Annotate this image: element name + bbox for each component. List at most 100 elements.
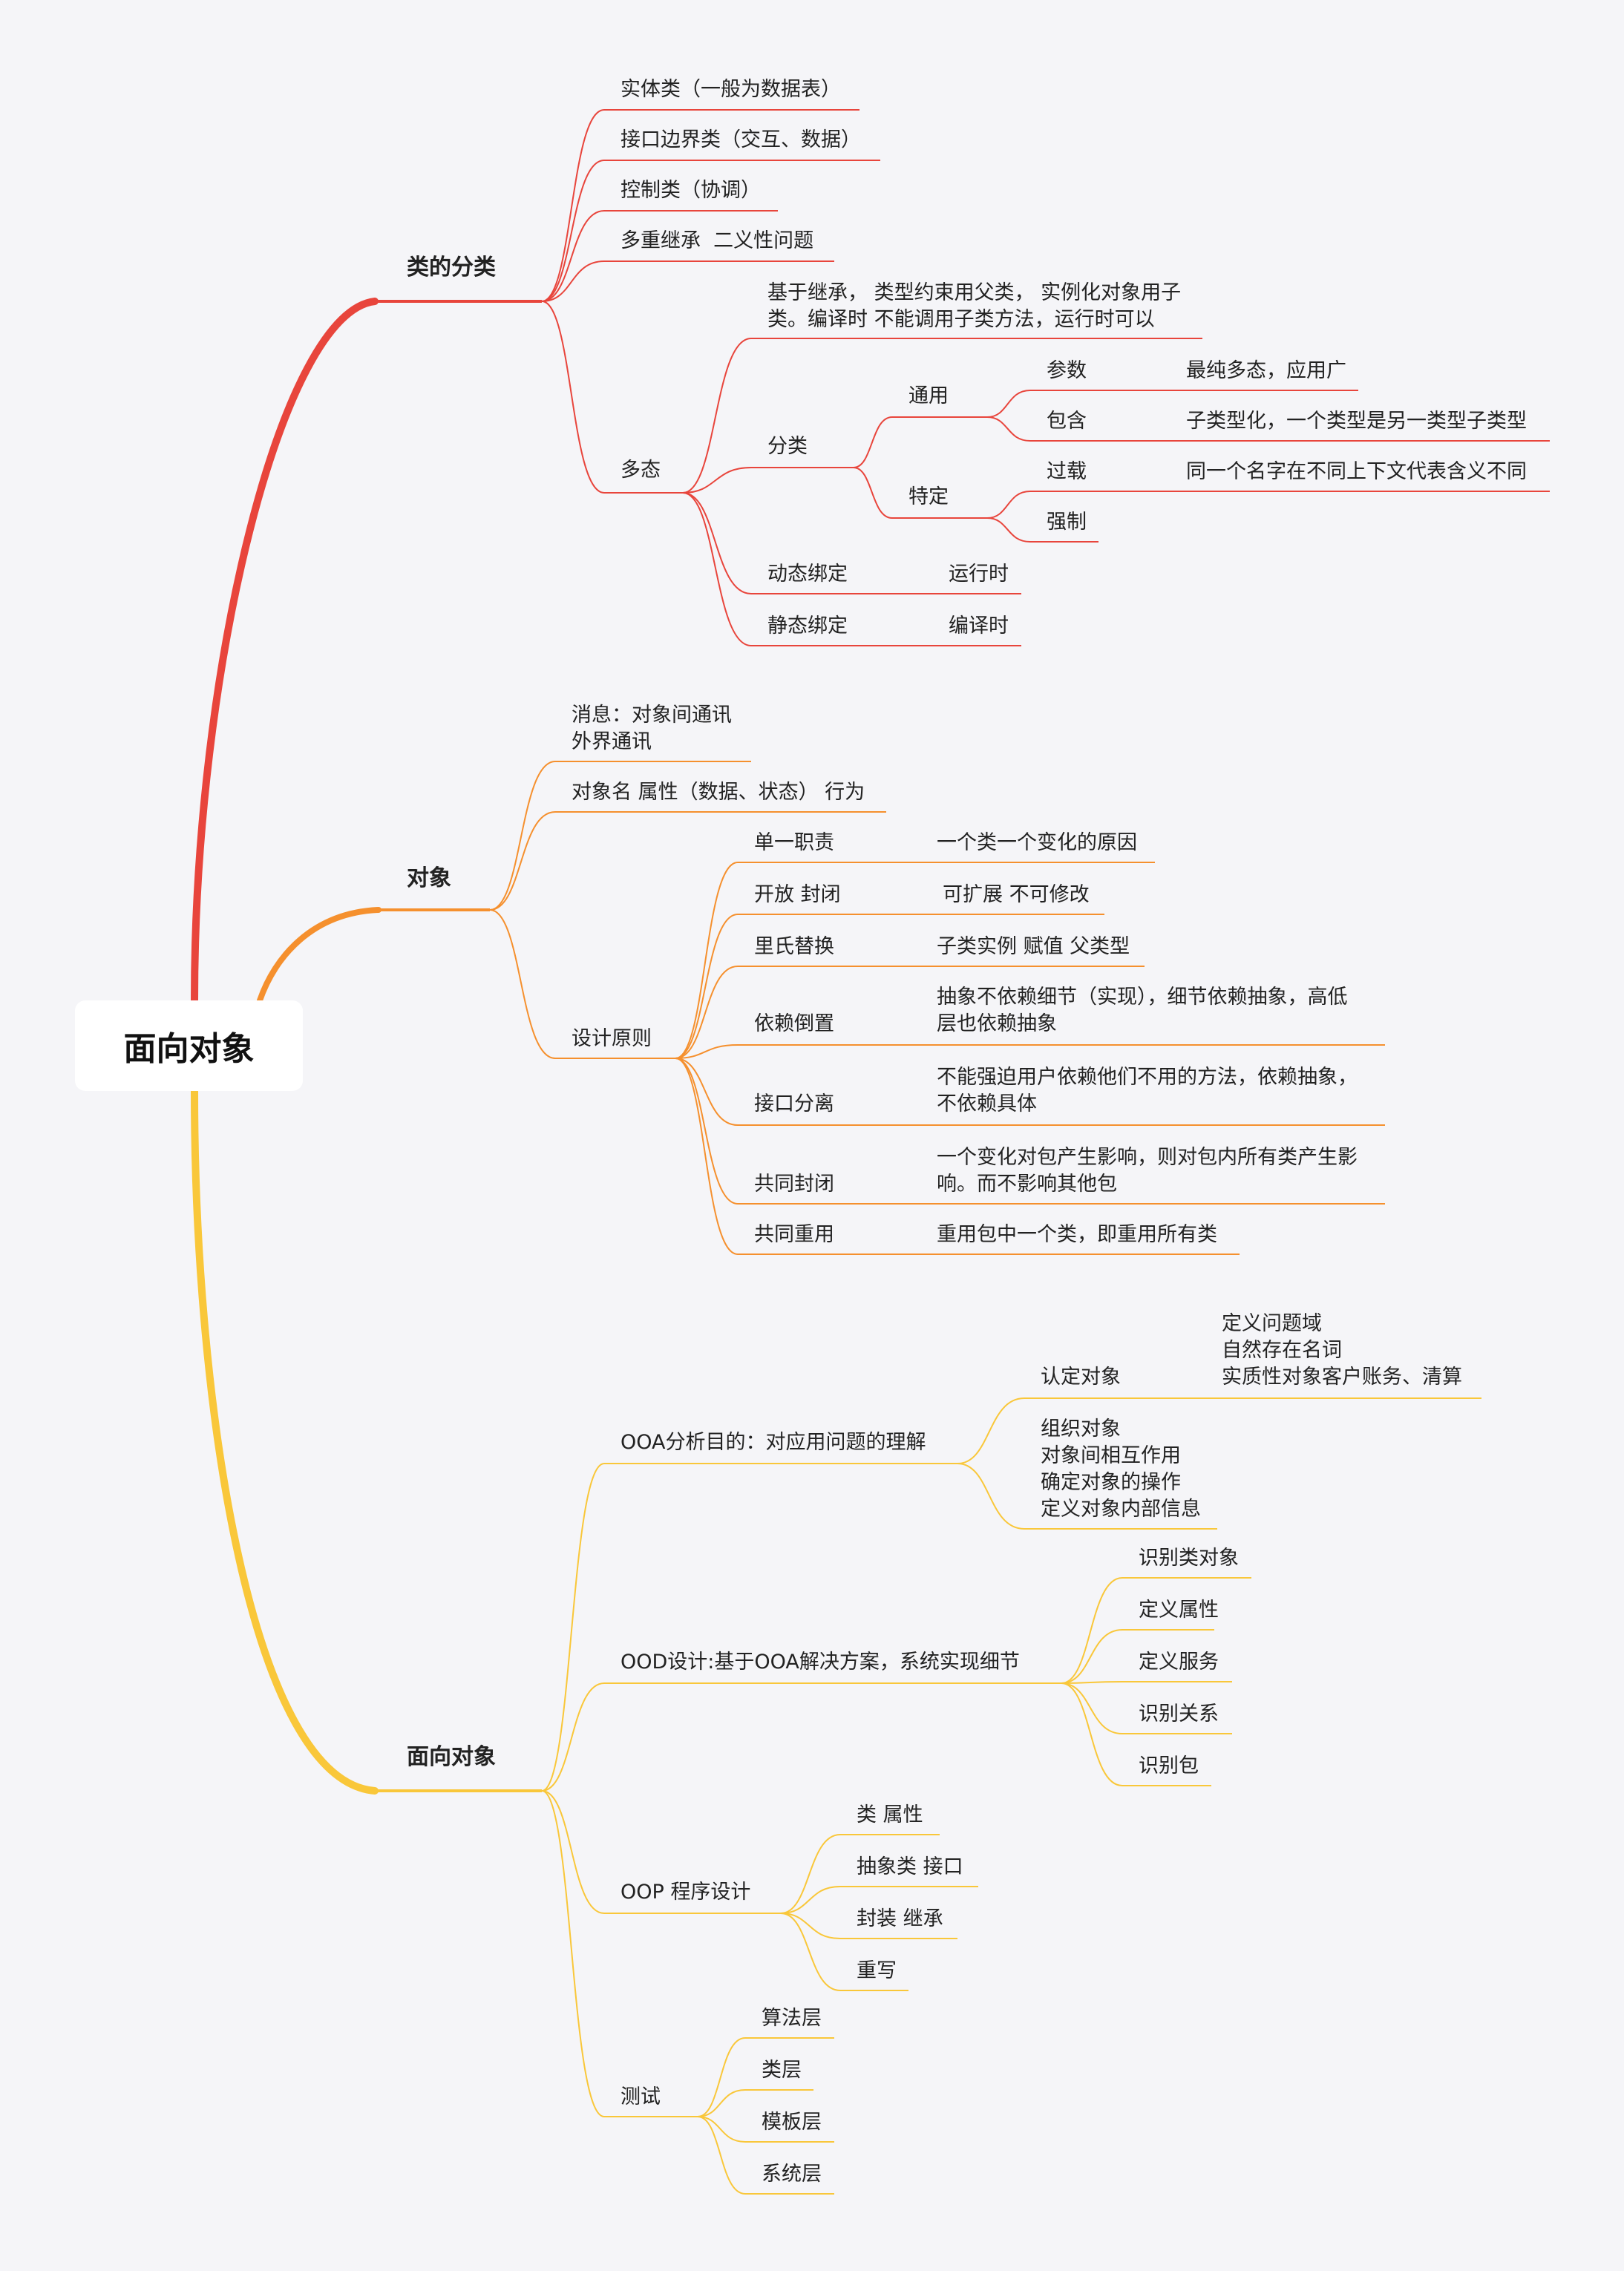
- node-label-b2-3: 测试: [621, 2085, 661, 2108]
- node-label-b0-4-3-0: 编译时: [949, 615, 1009, 638]
- node-label-b1-2-5: 共同封闭: [754, 1173, 834, 1196]
- node-label-b0-4-1-0-1: 包含: [1047, 410, 1087, 433]
- edge-b0-4-1: [682, 467, 854, 494]
- edge-b2-1: [541, 1682, 1061, 1792]
- node-label-b0-4-1-0: 通用: [908, 384, 949, 407]
- node-label-b0-0: 实体类（一般为数据表）: [621, 78, 841, 101]
- node-label-b0-4-1-1-1: 强制: [1047, 511, 1087, 534]
- edge-b0-4-1-0-1: [986, 416, 1180, 442]
- node-label-b0-4-2-0: 运行时: [949, 563, 1009, 586]
- root-node: 面向对象: [75, 1000, 303, 1091]
- node-label-b0-4-1-0-0-0: 最纯多态，应用广: [1186, 359, 1346, 382]
- node-label-b2-3-0: 算法层: [762, 2007, 822, 2030]
- edge-b1-2-2: [675, 966, 937, 1059]
- node-label-b1-2-0: 单一职责: [754, 831, 834, 854]
- edge-b1-2-6: [675, 1058, 937, 1255]
- node-label-b2-2-0: 类 属性: [857, 1803, 923, 1826]
- edge-b1-1: [489, 811, 886, 911]
- edge-b1-0: [489, 761, 751, 911]
- node-label-b2-0-0: 认定对象: [1041, 1366, 1121, 1389]
- edge-b1-2-0: [675, 862, 937, 1059]
- node-label-b2-0-1: 组织对象 对象间相互作用 确定对象的操作 定义对象内部信息: [1041, 1418, 1201, 1521]
- node-label-b1-2-3: 依赖倒置: [754, 1012, 834, 1035]
- node-label-b2-1-4: 识别包: [1139, 1754, 1199, 1777]
- node-label-b0-4-1: 分类: [767, 435, 808, 458]
- node-label-b1-2-4: 接口分离: [754, 1092, 834, 1115]
- node-label-b0-4: 多态: [621, 459, 661, 482]
- node-label-b0-4-1-1-0: 过载: [1047, 460, 1087, 483]
- node-label-b1-2-6: 共同重用: [754, 1223, 834, 1246]
- node-label-b2-1-0: 识别类对象: [1139, 1547, 1239, 1570]
- edge-b2-2-1: [780, 1886, 978, 1914]
- node-label-b2-2-2: 封装 继承: [857, 1907, 943, 1930]
- node-label-b0-2: 控制类（协调）: [621, 179, 761, 202]
- node-label-b1-2-3-0: 抽象不依赖细节（实现），细节依赖抽象，高低 层也依赖抽象: [937, 986, 1348, 1035]
- node-label-b2-3-1: 类层: [762, 2059, 802, 2082]
- node-label-b2-2-1: 抽象类 接口: [857, 1855, 963, 1878]
- edge-b0-4-2: [682, 492, 928, 594]
- edge-b0-2: [541, 210, 778, 302]
- edge-b1-2-4: [675, 1058, 937, 1126]
- edge-b1-2-5: [675, 1058, 937, 1205]
- node-label-b1-2-6-0: 重用包中一个类，即重用所有类: [937, 1223, 1217, 1246]
- edge-b0-4-1-0: [853, 416, 987, 468]
- node-label-b0-4-1-1-0-0: 同一个名字在不同上下文代表含义不同: [1186, 460, 1527, 483]
- edge-b0-1: [541, 160, 880, 302]
- node-label-b2-3-2: 模板层: [762, 2111, 822, 2134]
- edge-b0-4-1-0-0: [986, 390, 1180, 418]
- node-label-b0-3: 多重继承 二义性问题: [621, 229, 814, 252]
- branch-label-b0: 类的分类: [407, 255, 496, 281]
- node-label-b1-2: 设计原则: [572, 1027, 652, 1050]
- node-label-b1-0: 消息：对象间通讯 外界通讯: [572, 704, 732, 753]
- edge-b1-2-1: [675, 914, 937, 1059]
- edge-b2-1-1: [1061, 1629, 1214, 1684]
- trunk-line-oo: [191, 1087, 379, 1795]
- edge-b2-1-0: [1061, 1577, 1251, 1684]
- node-label-b0-4-2: 动态绑定: [767, 563, 848, 586]
- edge-b2-3-1: [697, 2089, 813, 2117]
- edge-b2-2-3: [780, 1913, 908, 1991]
- edge-b2-1-2: [1061, 1681, 1232, 1684]
- node-label-b2-0-0-0: 定义问题域 自然存在名词 实质性对象客户账务、清算: [1222, 1312, 1462, 1389]
- edge-b2-2-0: [780, 1834, 940, 1914]
- node-label-b1-2-1-0: 可扩展 不可修改: [943, 883, 1090, 906]
- node-label-b2-1-2: 定义服务: [1139, 1651, 1219, 1674]
- branch-label-b1: 对象: [407, 865, 451, 891]
- edge-b2-2-2: [780, 1913, 957, 1939]
- node-label-b0-4-0: 基于继承， 类型约束用父类， 实例化对象用子 类。编译时 不能调用子类方法，运行…: [767, 281, 1182, 331]
- node-label-b2-3-3: 系统层: [762, 2163, 822, 2186]
- edge-b0-4-0: [682, 338, 1202, 494]
- node-label-b1-2-1: 开放 封闭: [754, 883, 841, 906]
- edge-b1-2-3: [675, 1044, 937, 1059]
- edge-b0-4-1-1-0: [986, 491, 1180, 519]
- node-label-b1-2-2: 里氏替换: [754, 935, 834, 958]
- node-label-b2-0: OOA分析目的：对应用问题的理解: [621, 1431, 926, 1454]
- edge-b2-1-3: [1061, 1682, 1232, 1734]
- trunk-line-classes: [191, 298, 379, 1004]
- node-label-b1-2-0-0: 一个类一个变化的原因: [937, 831, 1137, 854]
- edge-b0-4-1-1: [853, 467, 987, 519]
- edge-b2-3-2: [697, 2116, 834, 2143]
- node-label-b1-1: 对象名 属性（数据、状态） 行为: [572, 781, 865, 804]
- edge-b2-0-1: [957, 1463, 1217, 1530]
- branch-label-b2: 面向对象: [407, 1744, 496, 1770]
- node-label-b1-2-2-0: 子类实例 赋值 父类型: [937, 935, 1130, 958]
- edge-b0-4-1-1-1: [986, 517, 1099, 543]
- trunk-line-object: [257, 907, 382, 1003]
- node-label-b0-4-1-0-0: 参数: [1047, 359, 1087, 382]
- edge-b0-4: [541, 301, 683, 494]
- edge-b0-0: [541, 109, 860, 302]
- edge-b2-2: [541, 1790, 781, 1914]
- edge-b2-3: [541, 1790, 698, 2117]
- edge-b0-4-3: [682, 492, 928, 646]
- edge-b2-0: [541, 1463, 957, 1792]
- node-label-b2-1-1: 定义属性: [1139, 1599, 1219, 1622]
- edge-b2-3-0: [697, 2037, 834, 2117]
- node-label-b2-2-3: 重写: [857, 1959, 897, 1982]
- node-label-b2-1-3: 识别关系: [1139, 1703, 1219, 1726]
- edge-b2-1-4: [1061, 1682, 1211, 1786]
- node-label-b2-1: OOD设计:基于OOA解决方案，系统实现细节: [621, 1651, 1020, 1674]
- edge-b2-0-0: [957, 1397, 1222, 1464]
- edge-b0-3: [541, 260, 834, 302]
